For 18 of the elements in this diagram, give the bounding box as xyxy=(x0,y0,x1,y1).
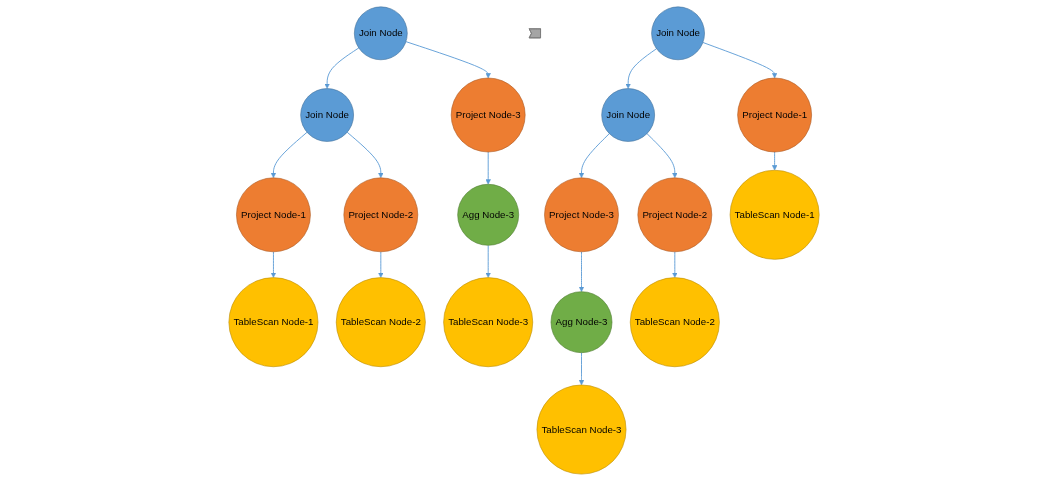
node-circle: TableScan Node-2 xyxy=(336,277,427,368)
node-circle: TableScan Node-1 xyxy=(730,169,820,260)
node-circle: Join Node xyxy=(354,6,409,61)
node-circle: Join Node xyxy=(651,6,706,61)
node-circle: Project Node-1 xyxy=(236,177,312,253)
node-circle: TableScan Node-3 xyxy=(537,384,627,475)
node-circle: Project Node-2 xyxy=(344,177,419,253)
node-circle: Join Node xyxy=(601,88,656,142)
node-circle: Project Node-3 xyxy=(544,177,620,253)
node-circle: Project Node-1 xyxy=(737,77,813,153)
node-circle: TableScan Node-3 xyxy=(443,277,534,368)
node-circle: TableScan Node-1 xyxy=(229,277,319,368)
node-circle: TableScan Node-2 xyxy=(630,277,721,368)
node-circle: Project Node-3 xyxy=(451,77,526,153)
node-circle: Project Node-2 xyxy=(638,177,713,253)
node-circle: Join Node xyxy=(300,88,355,142)
node-circle: Agg Node-3 xyxy=(457,184,520,246)
node-circle: Agg Node-3 xyxy=(551,291,613,353)
